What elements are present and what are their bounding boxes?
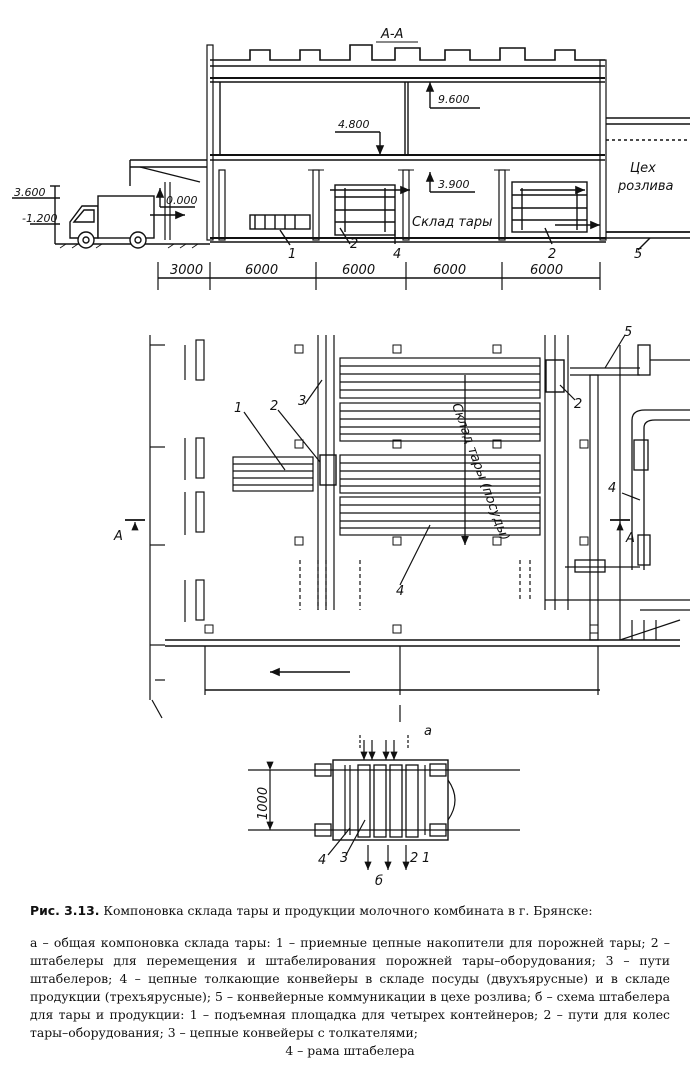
elevation-4800: 4.800 — [338, 118, 370, 131]
plan-mark-4b: 4 — [608, 481, 616, 496]
elevation-minus-1200: -1.200 — [22, 212, 57, 225]
truck-icon — [69, 195, 155, 249]
section-mark-5: 5 — [634, 247, 642, 262]
warehouse-label-section: Склад тары — [412, 215, 492, 230]
elevation-3900: 3.900 — [438, 178, 470, 191]
section-a-a: А-А — [12, 27, 690, 290]
section-title: А-А — [380, 27, 403, 42]
stacker-detail: 1000 4 3 2 1 б — [248, 735, 520, 889]
detail-mark-4: 4 — [318, 853, 326, 868]
dim-3000: 3000 — [170, 263, 203, 278]
caption-last-line: 4 – рама штабелера — [285, 1043, 415, 1058]
plan-section-mark-right: А — [625, 531, 635, 546]
plan-mark-3: 3 — [298, 394, 306, 409]
elevation-3600: 3.600 — [14, 186, 46, 199]
drawing-canvas: А-А — [12, 27, 690, 889]
detail-mark-2: 2 — [410, 851, 418, 866]
storage-conveyors — [339, 357, 541, 536]
shop-label-line2: розлива — [617, 179, 674, 194]
detail-mark-3: 3 — [340, 851, 348, 866]
shop-label-line1: Цех — [630, 161, 656, 176]
figure-caption: Рис. 3.13. Компоновка склада тары и прод… — [30, 902, 670, 1060]
detail-sublabel-b: б — [375, 874, 383, 889]
elevation-9600: 9.600 — [438, 93, 470, 106]
plan-view: Склад тары (посуды) А А 1 2 3 5 2 4 4 а — [113, 325, 690, 739]
section-mark-2b: 2 — [548, 247, 556, 262]
plan-sublabel-a: а — [424, 724, 432, 739]
plan-section-mark-left: А — [113, 529, 123, 544]
dim-6000-2: 6000 — [342, 263, 375, 278]
caption-title: Компоновка склада тары и продукции молоч… — [103, 903, 593, 918]
plan-mark-2: 2 — [270, 399, 278, 414]
section-mark-4: 4 — [393, 247, 401, 262]
plan-mark-2b: 2 — [574, 397, 582, 412]
plan-mark-5: 5 — [624, 325, 632, 340]
caption-body: а – общая компоновка склада тары: 1 – пр… — [30, 935, 670, 1040]
plan-mark-1: 1 — [234, 401, 242, 416]
dim-6000-1: 6000 — [245, 263, 278, 278]
section-mark-1: 1 — [288, 247, 296, 262]
caption-figure-number: Рис. 3.13. — [30, 903, 100, 918]
detail-dim-1000: 1000 — [256, 787, 271, 820]
detail-mark-1: 1 — [422, 851, 430, 866]
elevation-0000: 0.000 — [166, 194, 198, 207]
dim-6000-4: 6000 — [530, 263, 563, 278]
section-mark-2a: 2 — [350, 237, 358, 252]
dim-6000-3: 6000 — [433, 263, 466, 278]
plan-mark-4: 4 — [396, 584, 404, 599]
